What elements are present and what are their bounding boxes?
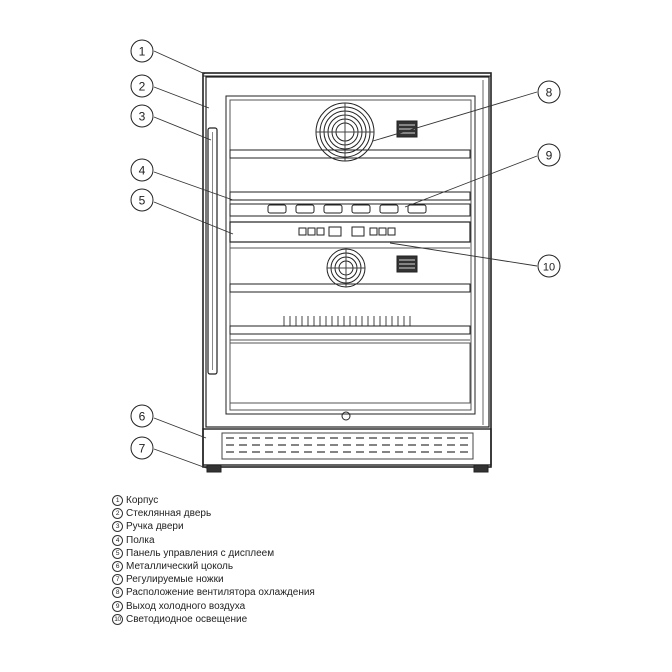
callout-number: 10 xyxy=(543,262,555,274)
callout-5: 5 xyxy=(130,188,154,212)
callout-number: 8 xyxy=(546,86,553,100)
callout-number: 4 xyxy=(139,164,146,178)
legend-label: Ручка двери xyxy=(126,521,184,533)
plinth-vent-slots xyxy=(226,437,468,453)
callout-3: 3 xyxy=(130,104,154,128)
legend-label: Регулируемые ножки xyxy=(126,574,224,586)
callout-7: 7 xyxy=(130,436,154,460)
adjustable-foot-left xyxy=(206,464,222,473)
glass-door-window xyxy=(229,99,472,411)
callout-number: 7 xyxy=(139,442,146,456)
legend-number: 2 xyxy=(112,508,123,520)
callout-6: 6 xyxy=(130,404,154,428)
glass-door xyxy=(205,76,490,428)
callout-number: 2 xyxy=(139,80,146,94)
legend-label: Стеклянная дверь xyxy=(126,508,212,520)
legend-label: Расположение вентилятора охлаждения xyxy=(126,587,315,599)
callout-9: 9 xyxy=(537,143,561,167)
legend-number: 9 xyxy=(112,600,123,612)
legend-number: 3 xyxy=(112,521,123,533)
legend-number: 7 xyxy=(112,574,123,586)
callout-8: 8 xyxy=(537,80,561,104)
cold-air-outlet xyxy=(229,203,471,217)
callout-number: 6 xyxy=(139,410,146,424)
legend-label: Металлический цоколь xyxy=(126,560,234,572)
legend-number: 1 xyxy=(112,495,123,507)
adjustable-foot-right xyxy=(473,464,489,473)
legend-number: 5 xyxy=(112,547,123,559)
door-lock xyxy=(341,411,351,421)
leader-lines xyxy=(153,50,538,470)
bottom-drawer xyxy=(229,342,471,404)
glass-door-inner-frame xyxy=(225,95,476,415)
rear-vent-slats xyxy=(283,316,411,326)
cabinet-body xyxy=(202,72,492,468)
lower-fan-grille xyxy=(326,248,366,288)
metal-plinth xyxy=(202,428,492,466)
shelf-4 xyxy=(229,325,471,335)
callout-number: 3 xyxy=(139,110,146,124)
legend-label: Корпус xyxy=(126,495,159,506)
legend-label: Выход холодного воздуха xyxy=(126,600,246,612)
callout-number: 9 xyxy=(546,149,553,163)
callout-number: 5 xyxy=(139,194,146,208)
control-panel xyxy=(229,221,471,243)
upper-fan-grille xyxy=(315,102,375,162)
door-handle xyxy=(207,127,218,375)
callout-number: 1 xyxy=(139,45,146,59)
legend-number: 6 xyxy=(112,561,123,573)
legend-label: Панель управления с дисплеем xyxy=(126,547,275,559)
legend-label: Светодиодное освещение xyxy=(126,613,248,625)
shelf-2 xyxy=(229,191,471,201)
legend-number: 8 xyxy=(112,587,123,599)
callout-2: 2 xyxy=(130,74,154,98)
callout-4: 4 xyxy=(130,158,154,182)
fridge-diagram: 1 2 3 4 5 6 7 8 9 10 xyxy=(130,39,561,473)
legend-number: 4 xyxy=(112,534,123,546)
shelf-1 xyxy=(229,149,471,159)
callout-10: 10 xyxy=(537,254,561,278)
shelf-3 xyxy=(229,283,471,293)
legend-label: Полка xyxy=(126,534,155,546)
callout-1: 1 xyxy=(130,39,154,63)
legend-number: 10 xyxy=(112,613,123,625)
